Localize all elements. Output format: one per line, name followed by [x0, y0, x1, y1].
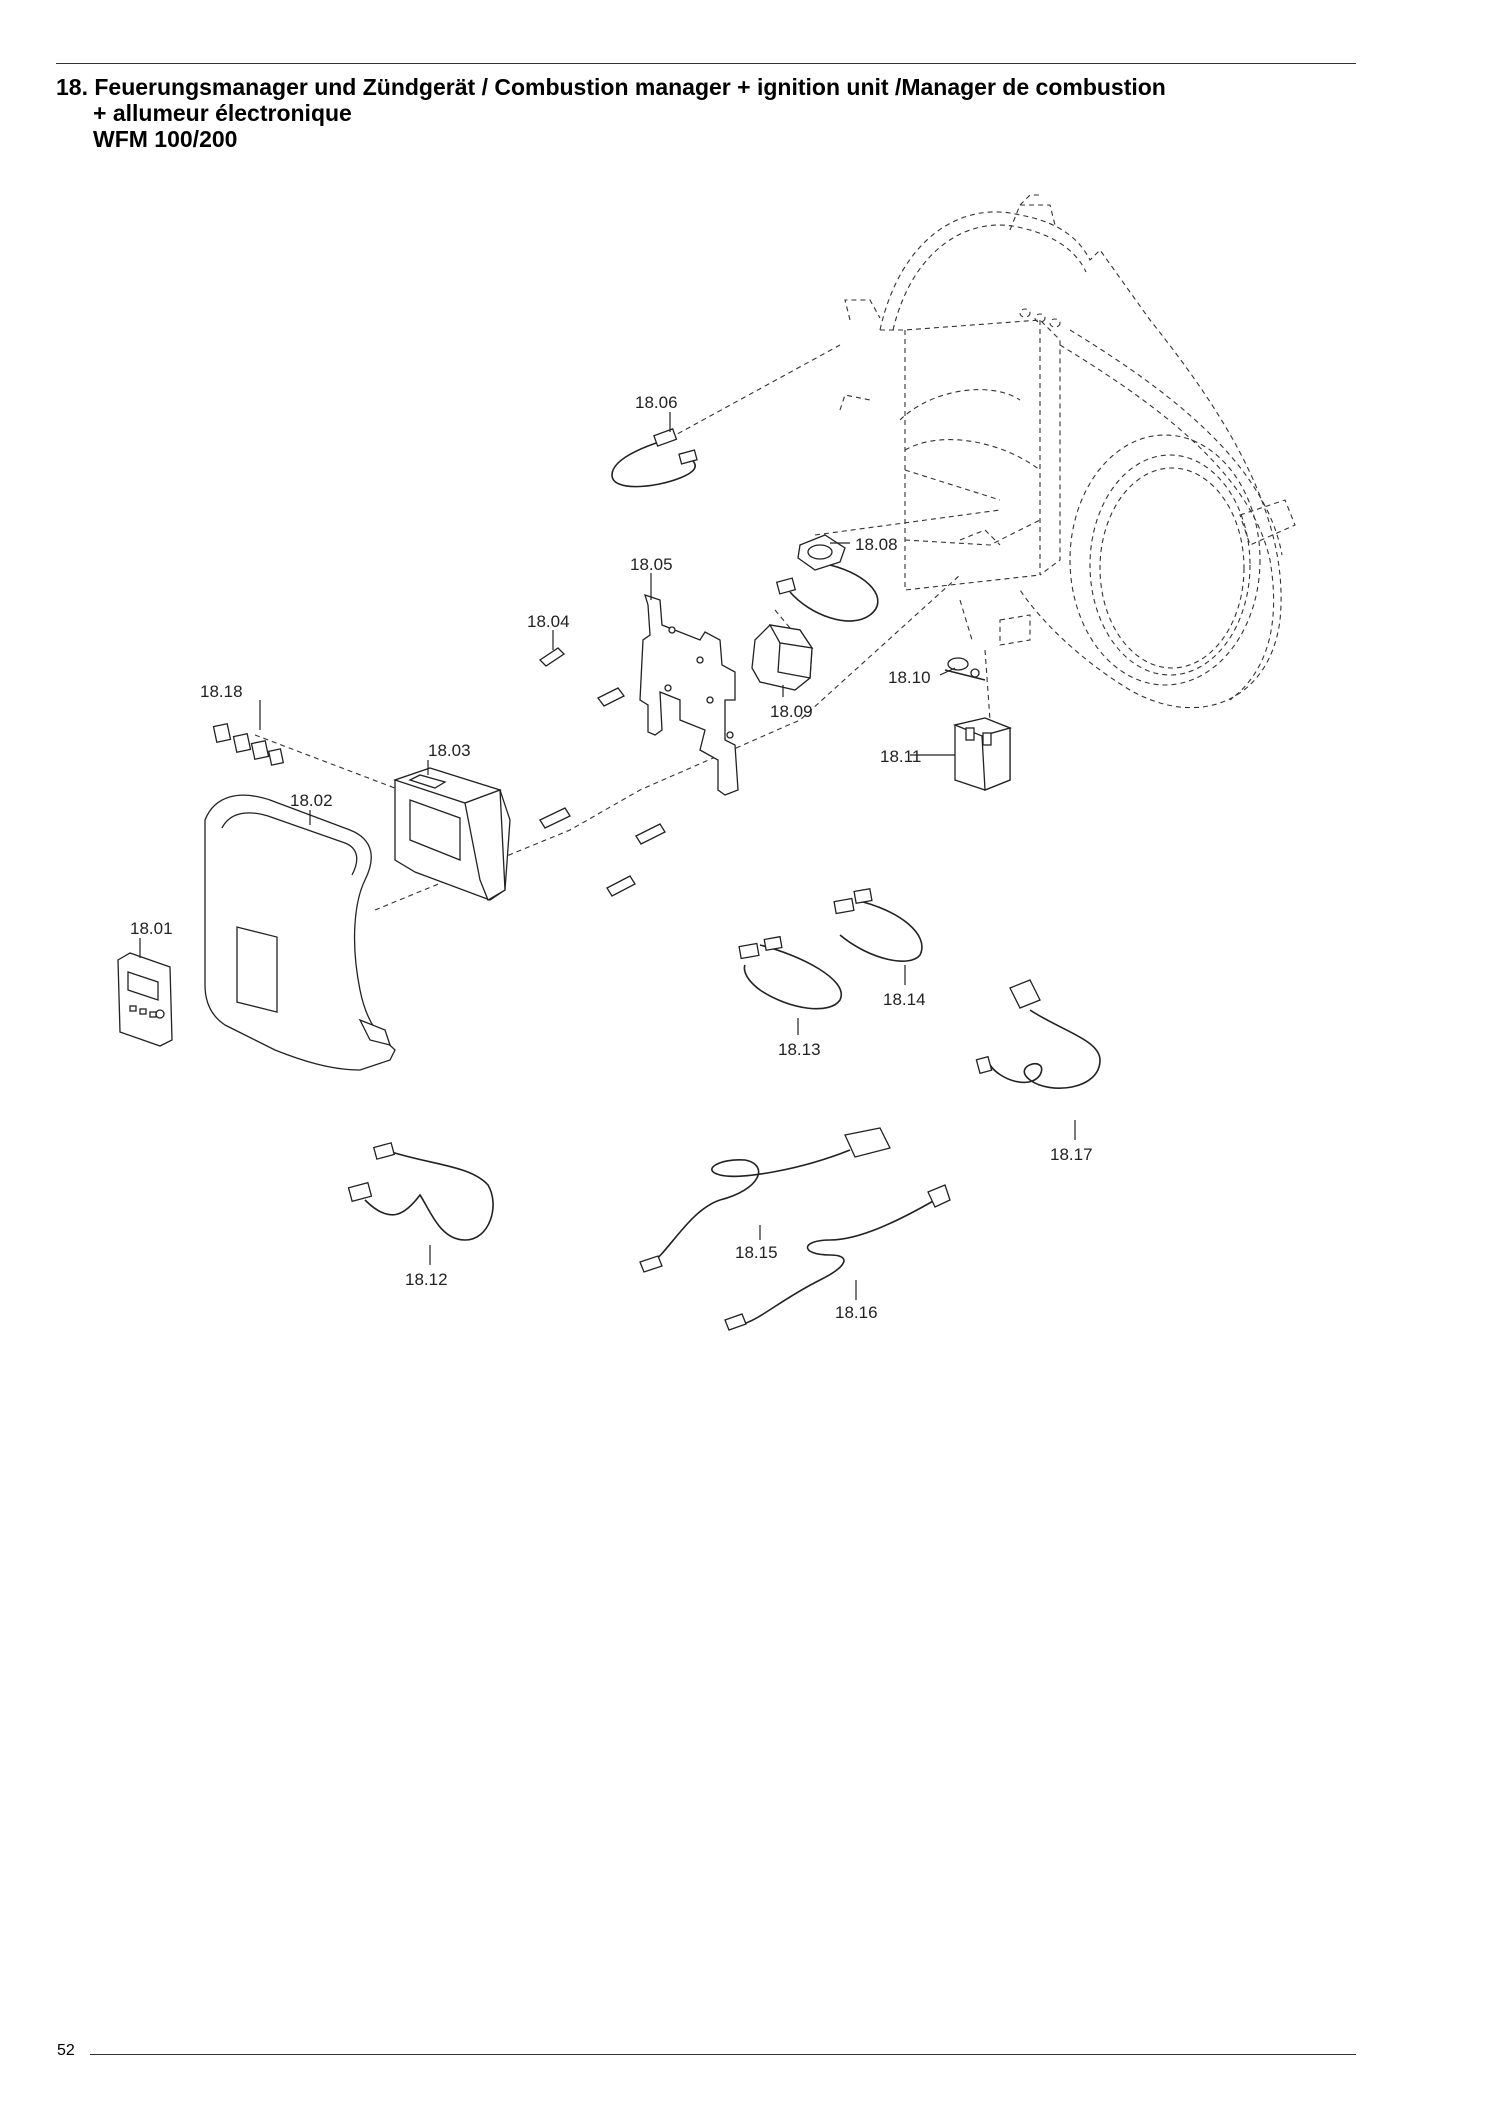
bottom-rule	[90, 2054, 1356, 2055]
label-18-10: 18.10	[888, 668, 931, 687]
part-18-04-standoffs	[538, 647, 666, 897]
label-18-06: 18.06	[635, 393, 678, 412]
part-18-13-cable	[738, 935, 843, 1010]
page-number: 52	[57, 2042, 75, 2059]
leader-lines	[139, 412, 1076, 1300]
part-18-03-combustion-manager	[392, 767, 511, 901]
part-18-06-cable	[611, 428, 698, 488]
label-18-01: 18.01	[130, 919, 173, 938]
part-18-10-clip	[944, 657, 986, 681]
top-rule	[56, 63, 1356, 64]
page-title: 18. Feuerungsmanager und Zündgerät / Com…	[56, 74, 1356, 152]
label-18-17: 18.17	[1050, 1145, 1093, 1164]
title-line-1: 18. Feuerungsmanager und Zündgerät / Com…	[56, 74, 1166, 100]
part-18-11-terminal-block	[952, 717, 1013, 791]
part-18-08-flame-sensor	[775, 534, 879, 622]
part-18-12-cable	[347, 1142, 494, 1241]
label-18-12: 18.12	[405, 1270, 448, 1289]
part-18-18-plug-connectors	[212, 722, 285, 766]
title-line-2: + allumeur électronique	[93, 100, 352, 126]
label-18-08: 18.08	[855, 535, 898, 554]
part-18-14-cable	[833, 887, 923, 962]
part-18-01-display-unit	[117, 952, 173, 1047]
label-18-04: 18.04	[527, 612, 570, 631]
label-18-14: 18.14	[883, 990, 926, 1009]
label-18-05: 18.05	[630, 555, 673, 574]
label-18-03: 18.03	[428, 741, 471, 760]
label-18-15: 18.15	[735, 1243, 778, 1262]
part-18-09-ignition-unit	[751, 624, 814, 691]
label-18-11: 18.11	[880, 747, 921, 766]
part-18-17-solenoid-cable	[975, 979, 1101, 1089]
label-18-09: 18.09	[770, 702, 813, 721]
assembly-guide-lines	[254, 344, 1001, 911]
part-18-02-cover	[204, 794, 396, 1071]
part-18-15-ionisation-cable	[639, 1127, 891, 1273]
burner-housing-outline	[839, 194, 1296, 709]
part-labels: 18.06 18.08 18.05 18.04 18.18 18.09 18.1…	[130, 393, 1093, 1322]
title-line-3: WFM 100/200	[93, 126, 238, 152]
label-18-02: 18.02	[290, 791, 333, 810]
label-18-13: 18.13	[778, 1040, 821, 1059]
label-18-18: 18.18	[200, 682, 243, 701]
label-18-16: 18.16	[835, 1303, 878, 1322]
part-18-05-mounting-plate	[639, 593, 739, 796]
part-18-16-ignition-cable	[724, 1184, 951, 1331]
